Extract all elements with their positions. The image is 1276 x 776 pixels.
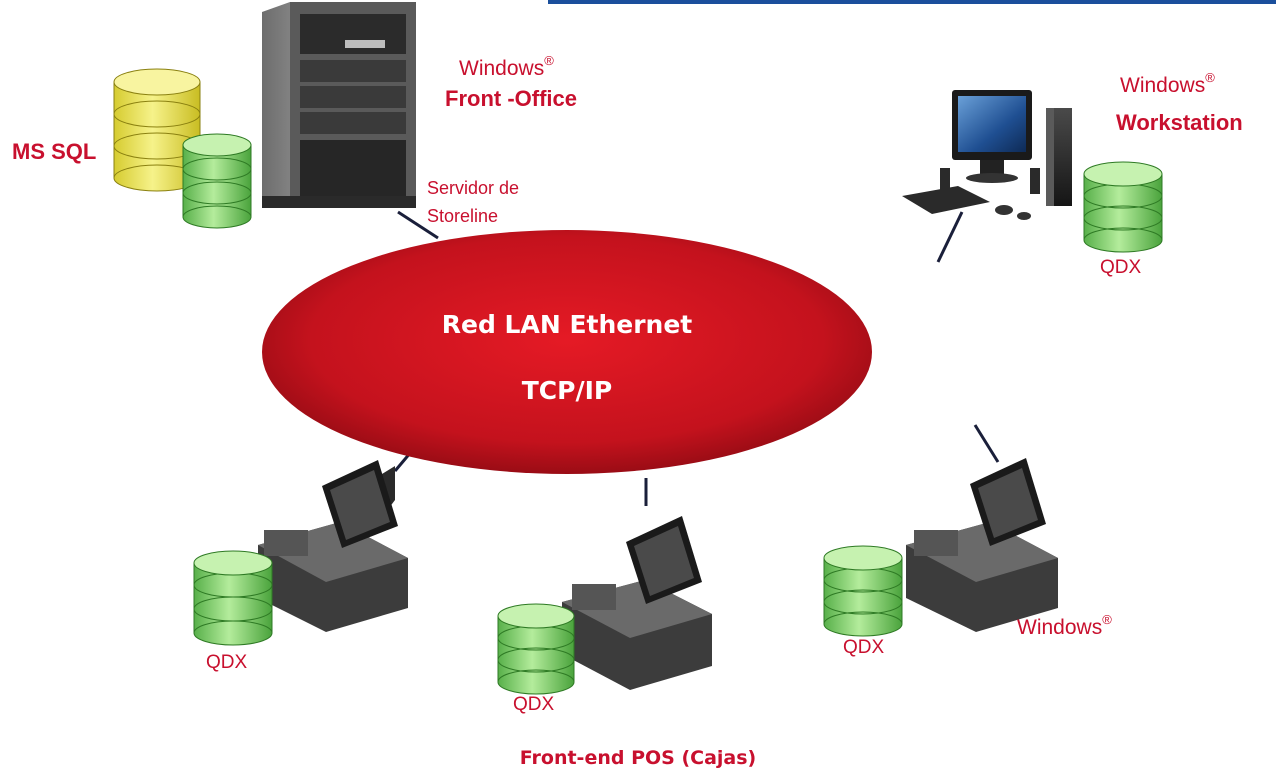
server-tower [262, 2, 416, 208]
server-qdx-database-icon [182, 133, 252, 229]
server-role-label: Front -Office [445, 86, 577, 111]
pos-left-qdx-database-icon [193, 550, 273, 646]
top-accent-bar [548, 0, 1276, 4]
link-server [397, 210, 439, 240]
workstation-qdx-label: QDX [1100, 257, 1142, 278]
ms-sql-label: MS SQL [12, 139, 97, 164]
link-workstation [936, 211, 964, 263]
server-name-line2: Storeline [427, 206, 499, 226]
server-os-label: Windows® [459, 53, 554, 80]
lan-network-ellipse [262, 230, 872, 474]
pos-right-qdx-label: QDX [843, 637, 885, 658]
workstation-role-label: Workstation [1116, 110, 1243, 135]
workstation-os-label: Windows® [1120, 70, 1215, 97]
pos-left-qdx-label: QDX [206, 652, 248, 673]
pos-right-qdx-database-icon [823, 545, 903, 637]
link-pos-right [973, 424, 1000, 463]
pos-center-qdx-database-icon [497, 603, 575, 695]
network-title: Red LAN Ethernet [441, 310, 693, 339]
pos-terminal-left [258, 460, 408, 632]
workstation-computer [902, 90, 1072, 220]
server-name-line1: Servidor de [427, 178, 520, 198]
pos-terminal-center [562, 516, 712, 690]
pos-right-os-label: Windows® [1017, 612, 1112, 639]
diagram-footer-caption: Front-end POS (Cajas) [519, 747, 757, 769]
pos-terminal-right [906, 458, 1058, 632]
workstation-qdx-database-icon [1083, 161, 1163, 253]
pos-center-qdx-label: QDX [513, 694, 555, 715]
network-protocol: TCP/IP [521, 376, 613, 405]
